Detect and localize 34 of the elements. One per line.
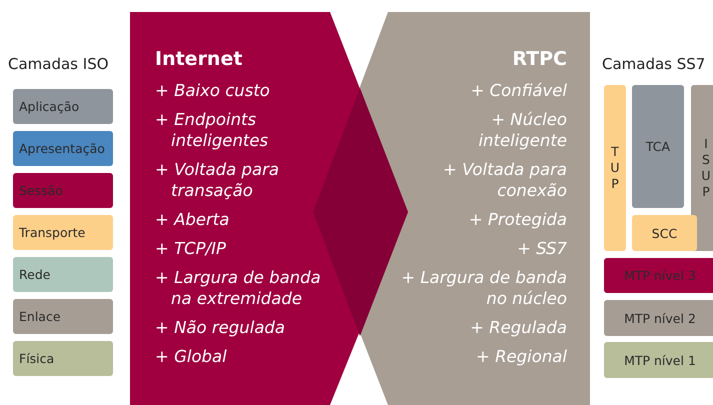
list-item: + Não regulada xyxy=(155,317,286,338)
list-item: + Voltada para transação xyxy=(155,159,280,201)
layer-box: Apresentação xyxy=(13,131,113,166)
layer-box: ISUP xyxy=(691,85,713,251)
list-item: + Protegida xyxy=(468,209,567,230)
list-item: + Voltada para conexão xyxy=(442,159,567,201)
list-item: + Confiável xyxy=(470,80,567,101)
layer-box: TCA xyxy=(632,85,684,208)
list-item: + Regulada xyxy=(469,317,567,338)
layer-box: MTP nível 1 xyxy=(604,342,713,378)
layer-box: Física xyxy=(13,341,113,376)
column-title: Camadas ISO xyxy=(8,55,109,73)
panel-heading: Internet xyxy=(155,48,242,70)
panel-heading: RTPC xyxy=(512,48,567,70)
list-item: + SS7 xyxy=(516,238,567,259)
list-item: + Núcleo inteligente xyxy=(477,109,567,151)
list-item: + Aberta xyxy=(155,209,230,230)
layer-box: MTP nível 3 xyxy=(604,258,713,293)
list-item: + Regional xyxy=(475,346,567,367)
layer-box: Transporte xyxy=(13,215,113,250)
list-item: + Largura de banda no núcleo xyxy=(401,267,567,309)
list-item: + TCP/IP xyxy=(155,238,227,259)
layer-box: Aplicação xyxy=(13,89,113,124)
layer-box: TUP xyxy=(604,85,626,251)
column-title: Camadas SS7 xyxy=(602,55,706,73)
list-item: + Baixo custo xyxy=(155,80,271,101)
list-item: + Global xyxy=(155,346,228,367)
layer-box: Enlace xyxy=(13,299,113,334)
list-item: + Largura de banda na extremidade xyxy=(155,267,322,309)
layer-box: MTP nível 2 xyxy=(604,300,713,336)
layer-box: Sessão xyxy=(13,173,113,208)
layer-box: SCC xyxy=(632,215,697,251)
layer-box: Rede xyxy=(13,257,113,292)
list-item: + Endpoints inteligentes xyxy=(155,109,270,151)
